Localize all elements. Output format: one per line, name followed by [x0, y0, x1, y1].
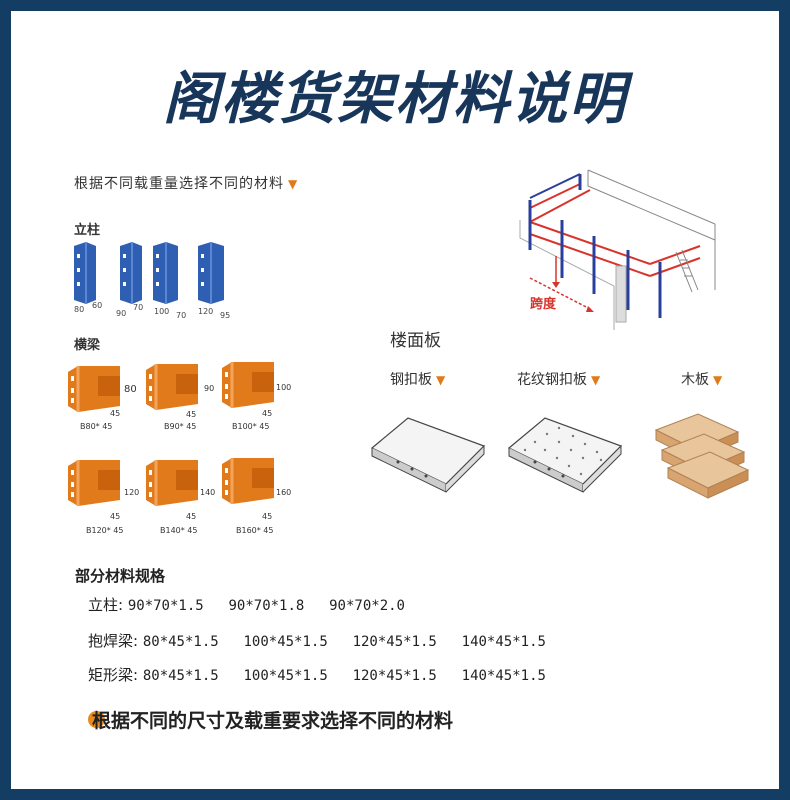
intro-text: 根据不同载重量选择不同的材料▼	[74, 176, 299, 192]
upright-dim-d: 60	[92, 301, 103, 310]
floor-section-title: 楼面板	[390, 331, 441, 351]
floor-item-label: 钢扣板▼	[390, 372, 446, 388]
bullet-dot-icon	[88, 711, 105, 728]
beam-profile	[144, 458, 200, 508]
beam-profile	[220, 360, 276, 410]
upright-profile	[120, 242, 142, 304]
span-label: 跨度	[530, 297, 557, 312]
upright-dim-w: 80	[74, 305, 85, 314]
triangle-icon: ▼	[436, 373, 446, 387]
spec-value: 90*70*1.8	[228, 598, 305, 614]
spec-value: 120*45*1.5	[352, 668, 437, 684]
spec-row: 矩形梁: 80*45*1.5 100*45*1.5 120*45*1.5 140…	[88, 664, 566, 685]
beam-dim-height: 140	[200, 488, 216, 497]
upright-dim-d: 95	[220, 311, 231, 320]
upright-section-label: 立柱	[74, 223, 101, 238]
beam-dim-height: 100	[276, 383, 292, 392]
beam-dim-width: 45	[186, 410, 197, 419]
beam-dim-height: 80	[124, 384, 137, 395]
floor-item-label: 花纹钢扣板▼	[517, 372, 601, 388]
beam-label: B140* 45	[160, 526, 198, 535]
steel-deck-board	[370, 417, 486, 493]
spec-row: 立柱: 90*70*1.5 90*70*1.8 90*70*2.0	[88, 594, 425, 615]
upright-dim-w: 100	[154, 307, 170, 316]
beam-label: B100* 45	[232, 422, 270, 431]
upright-profiles	[74, 242, 224, 304]
beam-label: B160* 45	[236, 526, 274, 535]
upright-profile	[74, 242, 96, 304]
checkered-deck-board	[507, 417, 623, 493]
spec-value: 80*45*1.5	[142, 668, 219, 684]
upright-profile	[198, 242, 224, 304]
floor-item-label: 木板▼	[681, 372, 723, 388]
spec-heading: 部分材料规格	[75, 567, 166, 585]
beam-dim-height: 160	[276, 488, 292, 497]
triangle-icon: ▼	[591, 373, 601, 387]
triangle-icon: ▼	[713, 373, 723, 387]
spec-value: 100*45*1.5	[243, 668, 328, 684]
beam-profile	[144, 362, 200, 412]
beam-dim-height: 120	[124, 488, 140, 497]
spec-value: 140*45*1.5	[461, 634, 546, 650]
beam-dim-width: 45	[110, 409, 121, 418]
beam-profile	[66, 458, 122, 508]
beam-label: B120* 45	[86, 526, 124, 535]
spec-value: 100*45*1.5	[243, 634, 328, 650]
spec-value: 140*45*1.5	[461, 668, 546, 684]
beam-profiles	[66, 360, 276, 508]
beam-dim-width: 45	[186, 512, 197, 521]
spec-value: 90*70*1.5	[127, 598, 204, 614]
beam-dim-width: 45	[262, 512, 273, 521]
beam-dim-width: 45	[110, 512, 121, 521]
upright-dim-d: 70	[133, 303, 144, 312]
beam-profile	[220, 456, 276, 506]
mezzanine-diagram	[519, 169, 716, 330]
triangle-icon: ▼	[288, 177, 299, 191]
beam-profile	[66, 364, 122, 414]
beam-label: B80* 45	[80, 422, 113, 431]
upright-profile	[153, 242, 178, 304]
beam-label: B90* 45	[164, 422, 197, 431]
spec-value: 80*45*1.5	[142, 634, 219, 650]
spec-label: 立柱:	[88, 596, 124, 614]
spec-value: 90*70*2.0	[329, 598, 405, 614]
spec-row: 抱焊梁: 80*45*1.5 100*45*1.5 120*45*1.5 140…	[88, 630, 566, 651]
spec-value: 120*45*1.5	[352, 634, 437, 650]
upright-dim-w: 120	[198, 307, 214, 316]
page-title: 阁楼货架材料说明	[163, 67, 627, 132]
wood-board-stack	[654, 413, 750, 499]
beam-dim-height: 90	[204, 384, 215, 393]
footer-note: 根据不同的尺寸及载重要求选择不同的材料	[92, 710, 454, 732]
beam-section-label: 横梁	[74, 338, 101, 353]
spec-label: 矩形梁:	[88, 666, 139, 684]
upright-dim-d: 70	[176, 311, 187, 320]
beam-dim-width: 45	[262, 409, 273, 418]
spec-label: 抱焊梁:	[88, 632, 139, 650]
upright-dim-w: 90	[116, 309, 127, 318]
